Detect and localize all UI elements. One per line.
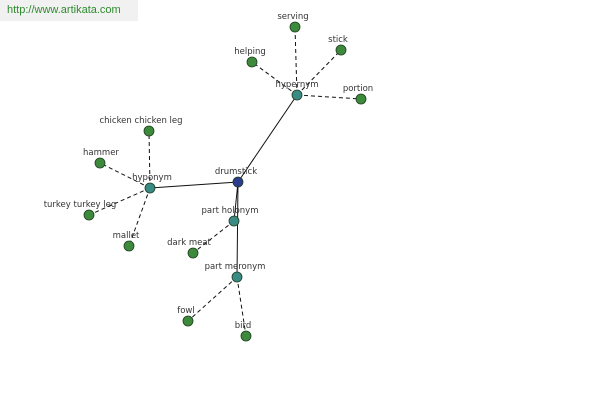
node-fowl[interactable] bbox=[182, 315, 194, 327]
nodes-layer bbox=[83, 21, 367, 342]
node-label-serving[interactable]: serving bbox=[277, 12, 308, 22]
node-label-darkmeat[interactable]: dark meat bbox=[167, 238, 211, 248]
edge-partmeronym-fowl bbox=[187, 276, 238, 322]
edge-drumstick-partmeronym bbox=[236, 181, 239, 278]
node-drumstick[interactable] bbox=[232, 176, 244, 188]
node-turkeyleg[interactable] bbox=[83, 209, 95, 221]
node-label-bird[interactable]: bird bbox=[235, 321, 252, 331]
node-hypernym[interactable] bbox=[291, 89, 303, 101]
node-label-chickenleg[interactable]: chicken chicken leg bbox=[99, 116, 182, 126]
node-stick[interactable] bbox=[335, 44, 347, 56]
node-label-drumstick[interactable]: drumstick bbox=[215, 167, 257, 177]
node-hammer[interactable] bbox=[94, 157, 106, 169]
node-hyponym[interactable] bbox=[144, 182, 156, 194]
node-partmeronym[interactable] bbox=[231, 271, 243, 283]
edge-hyponym-mallet bbox=[128, 187, 151, 247]
node-darkmeat[interactable] bbox=[187, 247, 199, 259]
node-label-mallet[interactable]: mallet bbox=[113, 231, 140, 241]
node-mallet[interactable] bbox=[123, 240, 135, 252]
edge-drumstick-partholonym bbox=[233, 181, 239, 222]
node-label-partholonym[interactable]: part holonym bbox=[202, 206, 259, 216]
node-label-stick[interactable]: stick bbox=[328, 35, 348, 45]
node-label-partmeronym[interactable]: part meronym bbox=[205, 262, 266, 272]
edge-drumstick-hyponym bbox=[149, 181, 239, 189]
node-label-fowl[interactable]: fowl bbox=[177, 306, 195, 316]
node-chickenleg[interactable] bbox=[143, 125, 155, 137]
edge-hyponym-chickenleg bbox=[148, 130, 151, 189]
edge-hypernym-serving bbox=[294, 26, 298, 96]
edge-drumstick-hypernym bbox=[237, 94, 298, 183]
node-bird[interactable] bbox=[240, 330, 252, 342]
edge-hypernym-helping bbox=[251, 61, 298, 96]
node-label-helping[interactable]: helping bbox=[234, 47, 266, 57]
url-header: http://www.artikata.com bbox=[0, 0, 138, 21]
site-url-link[interactable]: http://www.artikata.com bbox=[7, 4, 121, 16]
node-label-hammer[interactable]: hammer bbox=[83, 148, 119, 158]
node-helping[interactable] bbox=[246, 56, 258, 68]
node-label-turkeyleg[interactable]: turkey turkey leg bbox=[44, 200, 117, 210]
node-label-portion[interactable]: portion bbox=[343, 84, 373, 94]
node-label-hypernym[interactable]: hypernym bbox=[275, 80, 318, 90]
edge-hyponym-hammer bbox=[99, 162, 151, 189]
edge-partholonym-darkmeat bbox=[192, 220, 235, 254]
edges-layer bbox=[88, 26, 362, 337]
edge-partmeronym-bird bbox=[236, 276, 247, 337]
edge-hypernym-stick bbox=[296, 49, 342, 96]
labels-layer: drumstick hypernym hyponym part holonym part… bbox=[44, 12, 373, 331]
node-label-hyponym[interactable]: hyponym bbox=[132, 173, 172, 183]
edge-hypernym-portion bbox=[296, 94, 362, 100]
node-portion[interactable] bbox=[355, 93, 367, 105]
node-serving[interactable] bbox=[289, 21, 301, 33]
node-partholonym[interactable] bbox=[228, 215, 240, 227]
